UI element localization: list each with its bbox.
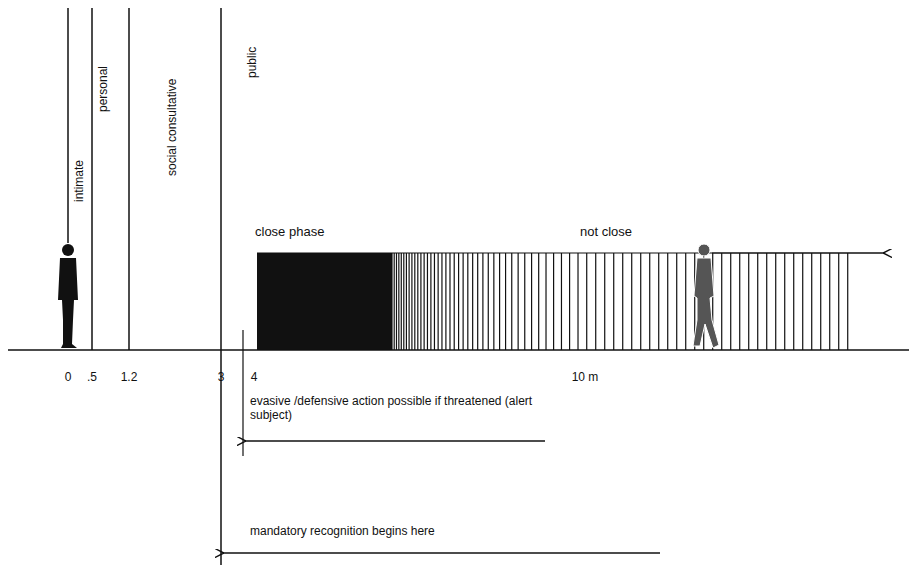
leader-arrow <box>223 552 660 553</box>
hatch-stroke <box>472 253 473 350</box>
zone-name: intimate <box>72 160 86 202</box>
hatch-stroke <box>730 253 731 350</box>
hatch-stroke <box>414 253 415 350</box>
hatch-stroke <box>685 253 686 350</box>
note-text: evasive /defensive action possible if th… <box>250 394 550 423</box>
hatch-stroke <box>847 253 848 350</box>
hatch-stroke <box>499 253 500 350</box>
hatch-stroke <box>449 253 450 350</box>
hatch-stroke <box>477 253 478 350</box>
hatch-stroke <box>463 253 464 350</box>
hatch-stroke <box>511 253 512 350</box>
hatch-stroke <box>394 253 395 350</box>
hatch-stroke <box>424 253 425 350</box>
hatch-stroke <box>434 253 435 350</box>
hatch-stroke <box>396 253 397 350</box>
hatch-stroke <box>406 253 407 350</box>
zone-name: social consultative <box>165 79 179 176</box>
hatch-stroke <box>622 253 623 350</box>
hatch-stroke <box>838 253 839 350</box>
hatch-stroke <box>401 253 402 350</box>
zone-name: personal <box>96 66 110 112</box>
distance-axis <box>8 349 909 351</box>
hatch-stroke <box>403 253 404 350</box>
distance-tick: 0 <box>65 370 72 384</box>
hatch-stroke <box>445 253 446 350</box>
hatch-stroke <box>417 253 418 350</box>
zone-boundary <box>128 8 130 350</box>
hatch-stroke <box>631 253 632 350</box>
hatch-stroke <box>438 253 439 350</box>
hatch-stroke <box>538 253 539 350</box>
hatch-stroke <box>775 253 776 350</box>
distance-tick: 10 m <box>572 370 599 384</box>
hatch-stroke <box>458 253 459 350</box>
hatch-stroke <box>784 253 785 350</box>
hatch-stroke <box>658 253 659 350</box>
hatch-stroke <box>577 253 578 350</box>
hatch-stroke <box>488 253 489 350</box>
leader-arrow <box>245 440 545 441</box>
hatch-stroke <box>531 253 532 350</box>
hatch-stroke <box>505 253 506 350</box>
direction-arrow <box>712 252 884 254</box>
hatch-stroke <box>569 253 570 350</box>
distance-tick: .5 <box>87 370 97 384</box>
hatch-stroke <box>430 253 431 350</box>
hatch-stroke <box>493 253 494 350</box>
phase-name: close phase <box>255 224 324 240</box>
hatch-stroke <box>561 253 562 350</box>
hatch-stroke <box>545 253 546 350</box>
distance-tick: 4 <box>251 370 258 384</box>
hatch-stroke <box>420 253 421 350</box>
zone-name: public <box>245 47 259 78</box>
hatch-stroke <box>441 253 442 350</box>
hatch-stroke <box>748 253 749 350</box>
hatch-stroke <box>820 253 821 350</box>
hatch-stroke <box>409 253 410 350</box>
hatch-stroke <box>640 253 641 350</box>
hatch-stroke <box>595 253 596 350</box>
hatch-stroke <box>604 253 605 350</box>
hatch-stroke <box>411 253 412 350</box>
hatch-stroke <box>829 253 830 350</box>
hatch-stroke <box>667 253 668 350</box>
hatch-stroke <box>676 253 677 350</box>
hatch-stroke <box>482 253 483 350</box>
close-phase-band <box>257 253 392 350</box>
hatch-stroke <box>391 253 392 350</box>
hatch-stroke <box>793 253 794 350</box>
distance-tick: 1.2 <box>121 370 138 384</box>
hatch-stroke <box>766 253 767 350</box>
distance-hatching <box>257 253 848 350</box>
hatch-stroke <box>467 253 468 350</box>
hatch-stroke <box>811 253 812 350</box>
hatch-stroke <box>553 253 554 350</box>
threshold-line <box>242 330 243 456</box>
hatch-stroke <box>613 253 614 350</box>
zone-boundary <box>91 8 93 350</box>
hatch-stroke <box>802 253 803 350</box>
zone-boundary <box>67 8 69 243</box>
hatch-stroke <box>757 253 758 350</box>
hatch-stroke <box>454 253 455 350</box>
hatch-stroke <box>524 253 525 350</box>
hatch-stroke <box>586 253 587 350</box>
hatch-stroke <box>721 253 722 350</box>
hatch-stroke <box>518 253 519 350</box>
phase-name: not close <box>580 224 632 240</box>
zone-boundary <box>220 8 222 565</box>
standing-person <box>58 244 78 348</box>
band-top <box>257 252 712 253</box>
hatch-stroke <box>427 253 428 350</box>
hatch-stroke <box>739 253 740 350</box>
walking-person <box>693 244 719 348</box>
hatch-stroke <box>398 253 399 350</box>
note-text: mandatory recognition begins here <box>250 524 435 538</box>
hatch-stroke <box>649 253 650 350</box>
distance-tick: 3 <box>218 370 225 384</box>
